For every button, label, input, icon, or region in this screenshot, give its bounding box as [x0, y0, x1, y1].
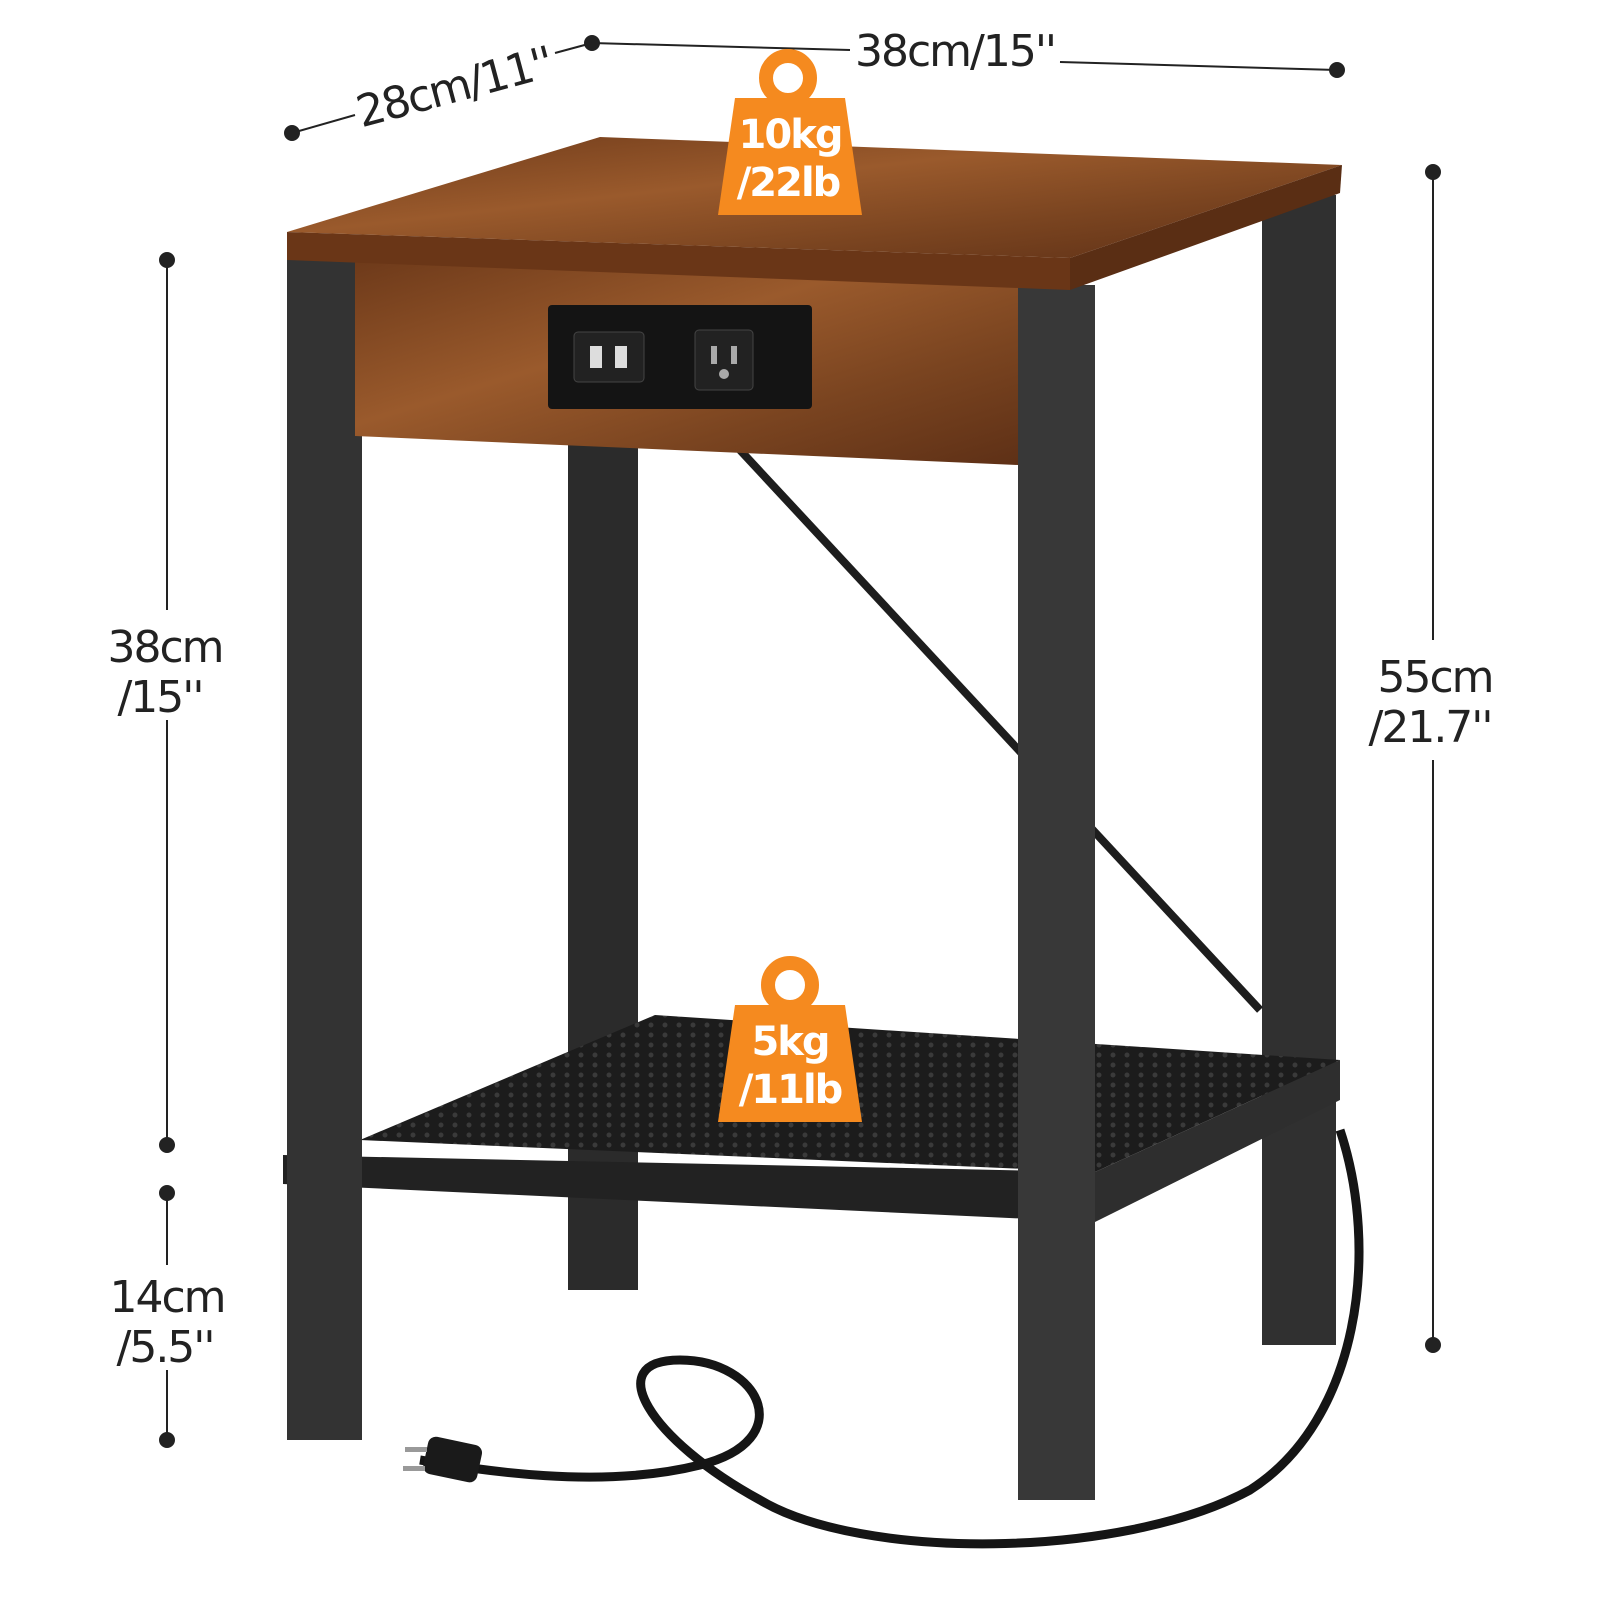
top-load-weight-icon: 10kg /22lb: [718, 49, 862, 215]
ac-outlet-icon: [694, 329, 754, 391]
back-right-leg: [1262, 195, 1336, 1345]
width-label: 38cm/15'': [855, 26, 1055, 77]
total-height-inch-label: /21.7'': [1369, 702, 1492, 753]
shelf-front-rail: [283, 1155, 1095, 1222]
shelf-side-rail: [1095, 1060, 1340, 1222]
power-outlet-panel: [548, 305, 812, 409]
shelf-load-lb: /11lb: [739, 1067, 842, 1113]
power-cord: [419, 1128, 1364, 1549]
table-frame: [283, 137, 1342, 1500]
shelf-load-kg: 5kg: [751, 1019, 828, 1065]
usb-ports-icon: [573, 331, 645, 383]
depth-label: 28cm/11'': [351, 37, 557, 138]
front-right-leg: [1018, 285, 1095, 1500]
power-cord-inner: [737, 447, 1263, 1013]
plug-icon: [403, 1436, 483, 1483]
top-load-kg: 10kg: [739, 112, 842, 158]
dimension-lines: [159, 35, 1441, 1448]
total-height-label: 55cm: [1377, 652, 1492, 703]
top-load-lb: /22lb: [737, 160, 840, 206]
lower-height-label: 14cm: [109, 1272, 224, 1323]
lower-height-inch-label: /5.5'': [117, 1322, 214, 1373]
tabletop-side-edge: [1070, 165, 1342, 290]
shelf-load-weight-icon: 5kg /11lb: [718, 956, 862, 1122]
upper-height-inch-label: /15'': [117, 672, 202, 723]
front-left-leg: [287, 255, 362, 1440]
tabletop-front-edge: [287, 232, 1070, 290]
upper-height-label: 38cm: [107, 622, 222, 673]
